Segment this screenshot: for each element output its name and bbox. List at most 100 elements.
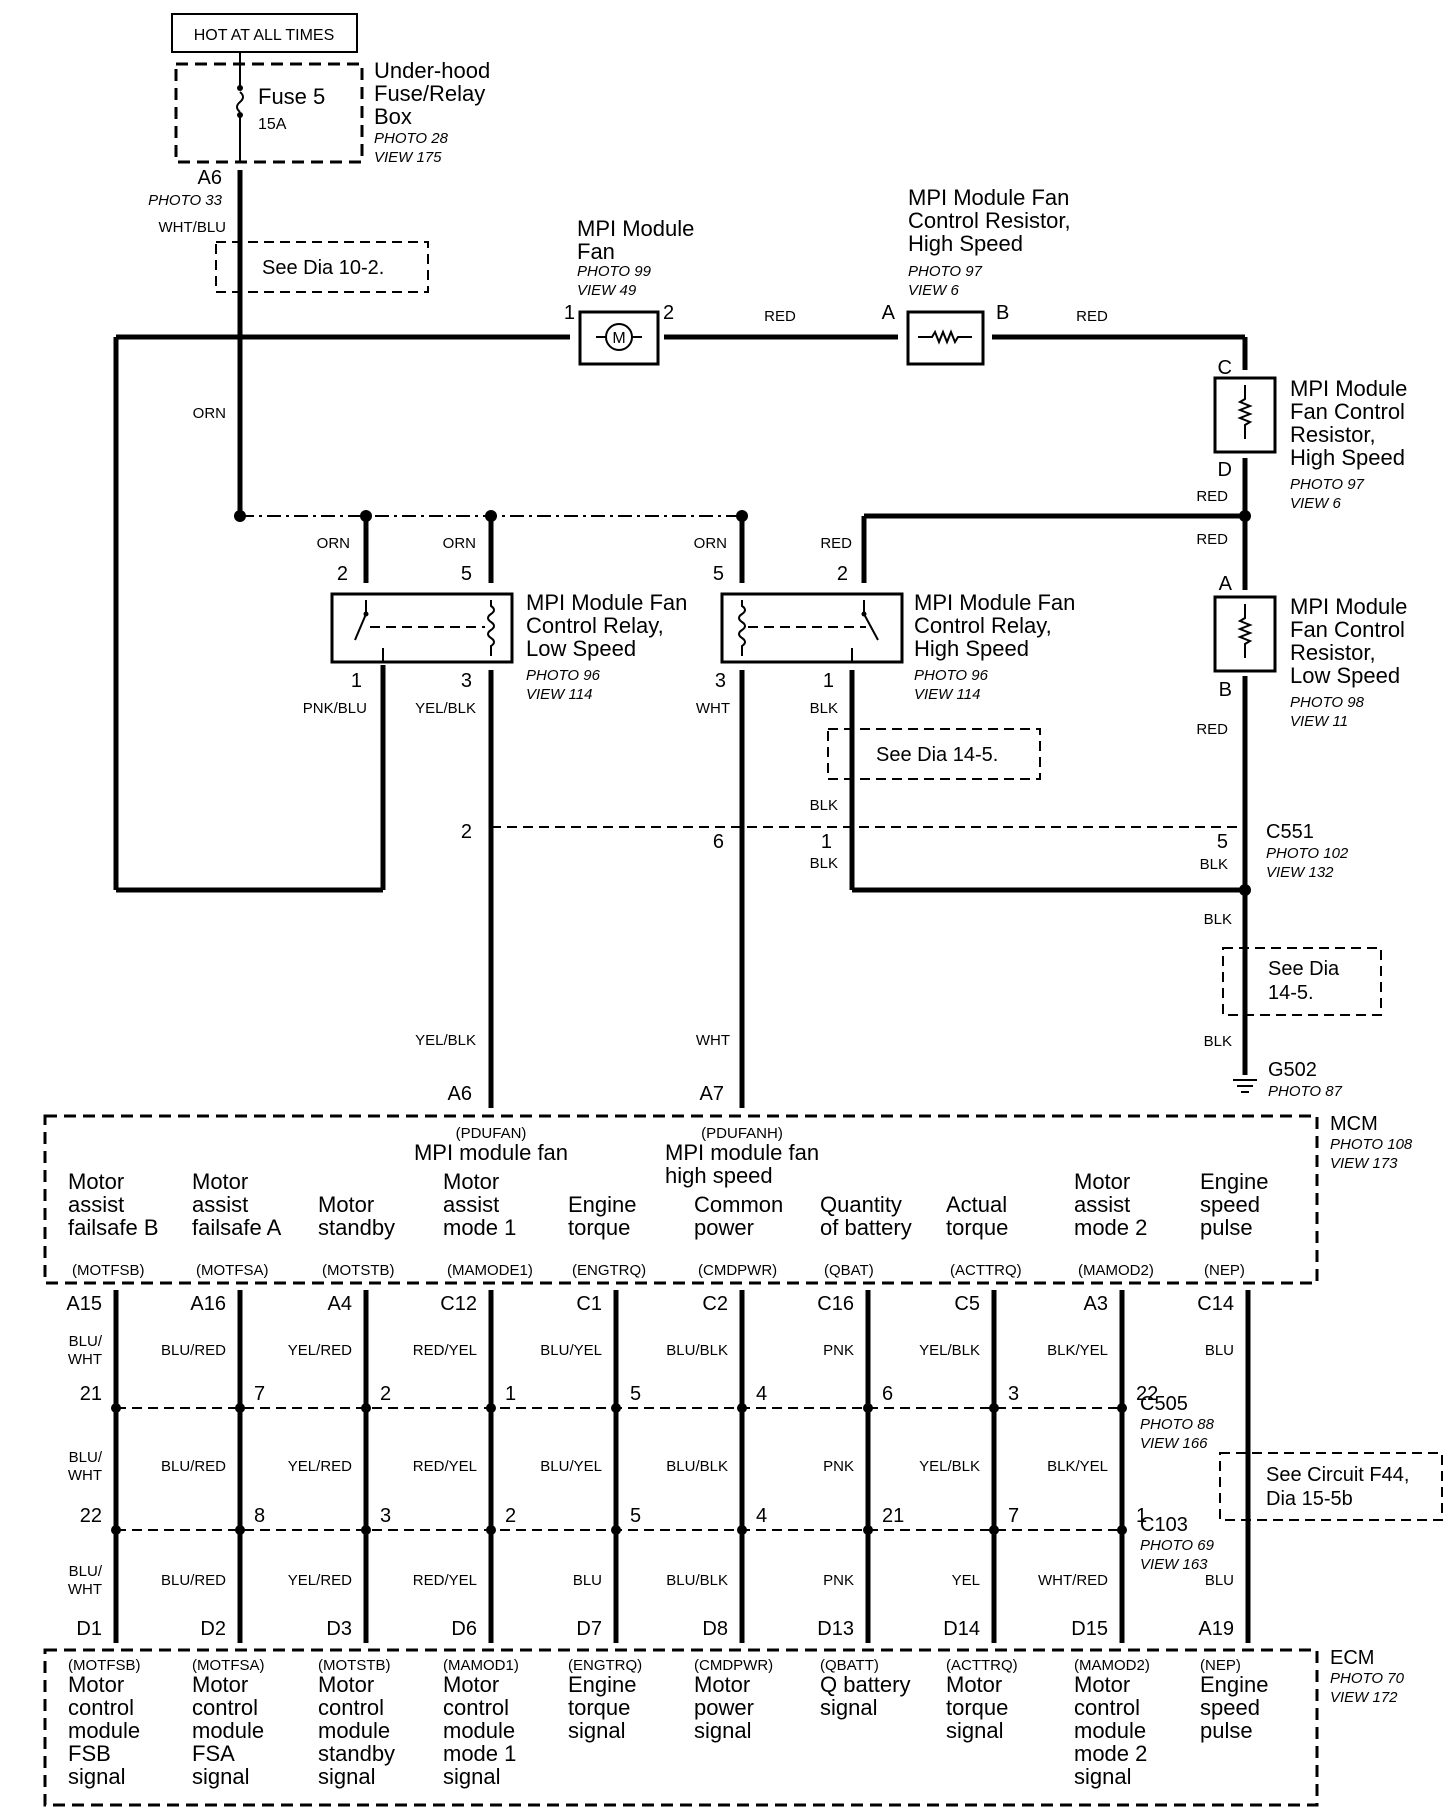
c505-pin: 1 [505, 1383, 516, 1405]
ecm-signal-label: signal [568, 1718, 625, 1743]
relay-high-view: VIEW 114 [914, 686, 980, 703]
relay-high-w1: BLK [810, 700, 838, 717]
ecm-signal-label: control [192, 1695, 258, 1720]
mcm-signal-label: of battery [820, 1215, 912, 1240]
ecm-pin: D8 [702, 1618, 728, 1640]
wire-color-label: WHT/RED [1038, 1572, 1108, 1589]
ecm-signal-code: (QBATT) [820, 1657, 879, 1674]
ecm-pin: D2 [200, 1618, 226, 1640]
wire-color-label: PNK [823, 1342, 854, 1359]
mcm-signal-label: Actual [946, 1192, 1007, 1217]
ecm-signal-label: pulse [1200, 1718, 1253, 1743]
mcm-pdufanh-1: MPI module fan [665, 1140, 819, 1165]
ecm-signal-label: Q battery [820, 1672, 910, 1697]
mcm-signal-label: mode 1 [443, 1215, 516, 1240]
fusebox-name-2: Fuse/Relay [374, 81, 485, 106]
wire-color-label: WHT [68, 1581, 102, 1598]
c103-name: C103 [1140, 1514, 1188, 1536]
fuse-relay-box [174, 62, 364, 164]
c551-photo: PHOTO 102 [1266, 845, 1349, 862]
c103-view: VIEW 163 [1140, 1556, 1208, 1573]
c103-pin: 21 [882, 1505, 904, 1527]
c103-pin: 4 [756, 1505, 767, 1527]
res-ls-red: RED [1196, 721, 1228, 738]
relay-high-p3: 3 [715, 670, 726, 692]
see-dia-14-5-box [827, 728, 1041, 780]
c103-pin-marker [1117, 1525, 1127, 1535]
relay-high-w3: WHT [696, 700, 730, 717]
ecm-pin: D13 [817, 1618, 854, 1640]
ecm-signal-label: signal [694, 1718, 751, 1743]
relay-low-p5: 5 [461, 563, 472, 585]
res-ls-name-1: MPI Module [1290, 594, 1407, 619]
relay-high-p5: 5 [713, 563, 724, 585]
mcm-signal-label: mode 2 [1074, 1215, 1147, 1240]
wire-color-label: BLU [1205, 1572, 1234, 1589]
wire-color-label: BLU/ [69, 1333, 103, 1350]
mcm-signal-code: (MAMOD2) [1078, 1262, 1154, 1279]
c103-pin-marker [989, 1525, 999, 1535]
mcm-w-a7: WHT [696, 1032, 730, 1049]
mcm-pin: C12 [440, 1293, 477, 1315]
c103-pin: 22 [80, 1505, 102, 1527]
c505-pin: 2 [380, 1383, 391, 1405]
mcm-w-a6: YEL/BLK [415, 1032, 476, 1049]
c505-pin: 4 [756, 1383, 767, 1405]
wire-color-label: BLU/BLK [666, 1572, 728, 1589]
relay-high-p2: 2 [837, 563, 848, 585]
wire-color-label: BLU/YEL [540, 1458, 602, 1475]
c505-pin-marker [611, 1403, 621, 1413]
mcm-signal-label: pulse [1200, 1215, 1253, 1240]
ecm-name: ECM [1330, 1647, 1374, 1669]
mcm-pin: C1 [576, 1293, 602, 1315]
fusebox-pin-photo: PHOTO 33 [148, 192, 223, 209]
ecm-pin: D14 [943, 1618, 980, 1640]
see-circuit-line2: Dia 15-5b [1266, 1488, 1353, 1510]
ecm-signal-label: control [68, 1695, 134, 1720]
c505-pin: 22 [1136, 1383, 1158, 1405]
c551-name: C551 [1266, 821, 1314, 843]
wire-color-label: BLU [1205, 1342, 1234, 1359]
mcm-ecm-wires: A15D1BLU/WHTBLU/WHTBLU/WHT2122A16D2BLU/R… [66, 1290, 1251, 1643]
ecm-signal-label: Engine [1200, 1672, 1269, 1697]
ecm-signal-label: signal [443, 1764, 500, 1789]
c103-pin: 1 [1136, 1505, 1147, 1527]
see-circuit-line1: See Circuit F44, [1266, 1464, 1409, 1486]
see-dia-line1: See Dia [1268, 958, 1340, 980]
mcm-pdufan: MPI module fan [414, 1140, 568, 1165]
c551-view: VIEW 132 [1266, 864, 1334, 881]
relay-low-p3: 3 [461, 670, 472, 692]
c551-pin-2: 2 [461, 821, 472, 843]
mcm-signal-label: Engine [1200, 1169, 1269, 1194]
res-hs1-pin-b: B [996, 302, 1009, 324]
orn-label: ORN [193, 405, 226, 422]
mcm-signal-label: failsafe A [192, 1215, 282, 1240]
wire-color-label: RED/YEL [413, 1458, 477, 1475]
res-hs1-name-2: Control Resistor, [908, 208, 1071, 233]
ecm-pin: D7 [576, 1618, 602, 1640]
ecm-signal-label: mode 1 [443, 1741, 516, 1766]
ecm-signal-label: signal [68, 1764, 125, 1789]
ecm-signal-label: module [192, 1718, 264, 1743]
wire-color-label: YEL [952, 1572, 980, 1589]
ecm-signal-label: speed [1200, 1695, 1260, 1720]
mcm-pin: C14 [1197, 1293, 1234, 1315]
c505-photo: PHOTO 88 [1140, 1416, 1215, 1433]
fan-red-label: RED [764, 308, 796, 325]
ecm-signal-label: module [68, 1718, 140, 1743]
c505-name: C505 [1140, 1393, 1188, 1415]
mcm-signal-code: (ACTTRQ) [950, 1262, 1022, 1279]
res-hs2-name-4: High Speed [1290, 445, 1405, 470]
res-ls-name-3: Resistor, [1290, 640, 1376, 665]
relay-high-name-2: Control Relay, [914, 613, 1052, 638]
c103-photo: PHOTO 69 [1140, 1537, 1215, 1554]
res-hs1-pin-a: A [882, 302, 896, 324]
wire-color-label: BLU/BLK [666, 1458, 728, 1475]
mcm-signal-label: assist [68, 1192, 124, 1217]
res-ls-pin-b: B [1219, 679, 1232, 701]
mcm-signal-label: torque [568, 1215, 630, 1240]
c505-pin-marker [361, 1403, 371, 1413]
res-hs1-name-3: High Speed [908, 231, 1023, 256]
